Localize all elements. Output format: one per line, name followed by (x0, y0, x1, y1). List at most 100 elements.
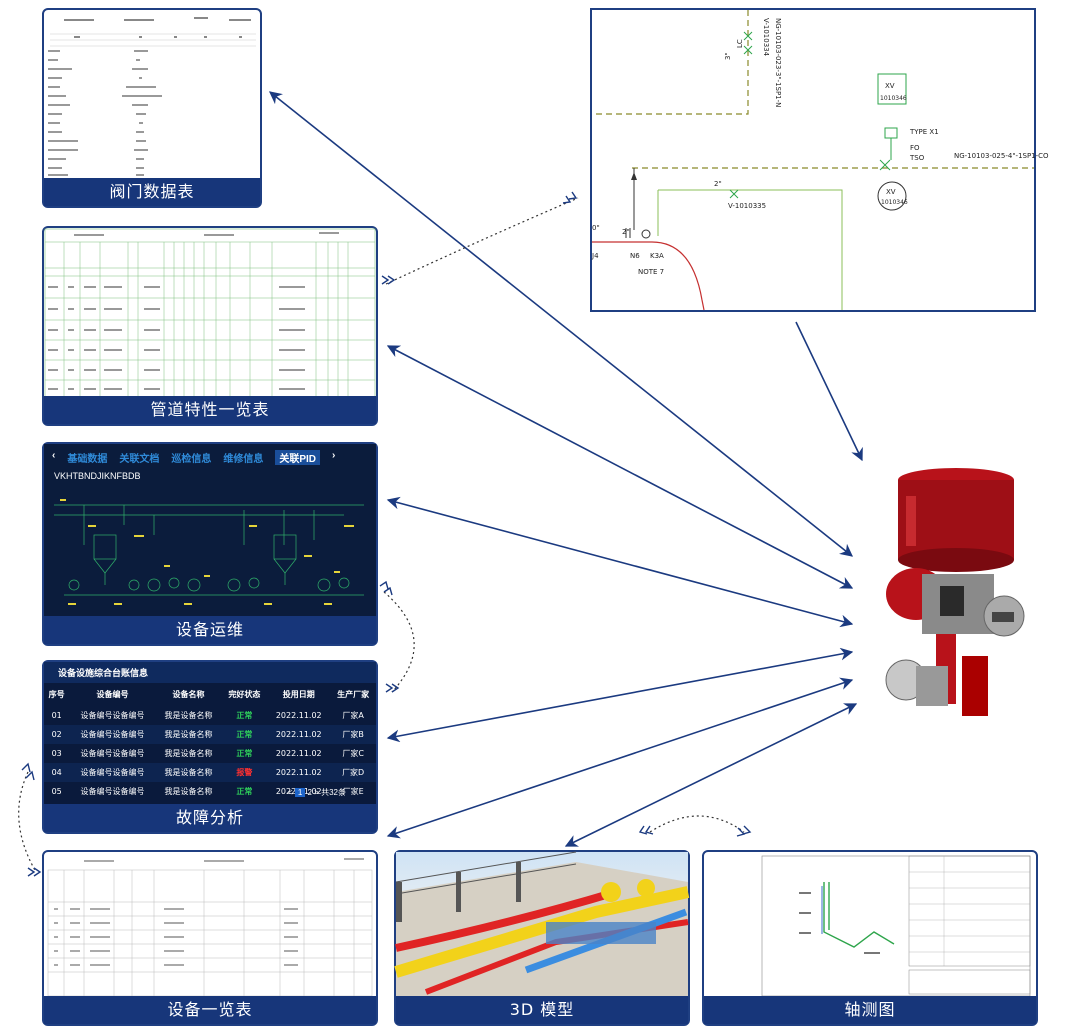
isometric-caption: 轴测图 (704, 996, 1036, 1024)
tab-next-icon[interactable]: › (332, 450, 336, 461)
chevron-icon (21, 762, 35, 781)
cell: 我是设备名称 (155, 725, 222, 744)
equipment-list-caption: 设备一览表 (44, 996, 376, 1024)
tab-related-docs[interactable]: 关联文档 (119, 454, 160, 465)
page-1[interactable]: 1 (294, 788, 306, 797)
pid-tso: TSO (909, 154, 925, 162)
pid-note: NOTE 7 (638, 268, 664, 276)
arrow-pipelist (386, 345, 854, 589)
pipe-list-card[interactable]: 管道特性一览表 (42, 226, 378, 426)
dotted-link-fault-list (18, 771, 37, 873)
dotted-link-3d-iso (649, 815, 745, 833)
datasheet-lines (48, 17, 256, 176)
arrow-3d (564, 703, 858, 847)
pid-zero: 0" (592, 224, 600, 232)
table-row[interactable]: 01 设备编号设备编号 我是设备名称 正常 2022.11.02 厂家A (44, 706, 376, 725)
ops-tabs: ‹ 基础数据 关联文档 巡检信息 维修信息 关联PID › (44, 444, 376, 471)
col-date: 投用日期 (282, 690, 315, 699)
table-row[interactable]: 02 设备编号设备编号 我是设备名称 正常 2022.11.02 厂家B (44, 725, 376, 744)
cell: 厂家E (342, 787, 364, 796)
cell: 厂家B (330, 725, 376, 744)
pid-line2: NG-10103-025-4"-1SP1-CO (954, 152, 1049, 160)
ledger-table: 序号 设备编号 设备名称 完好状态 投用日期 生产厂家 01 设备编号设备编号 … (44, 683, 376, 801)
col-maker: 生产厂家 (337, 690, 370, 699)
pid-label-lc: LC (736, 39, 744, 48)
pid-label-size1: 3" (724, 52, 732, 60)
pid-size3: 2" (622, 228, 630, 236)
pid-label-v1: V-1010334 (762, 18, 770, 57)
isometric-card[interactable]: 轴测图 (702, 850, 1038, 1026)
chevron-icon (562, 191, 578, 204)
cell: 我是设备名称 (164, 749, 213, 758)
equipment-list-card[interactable]: 设备一览表 (42, 850, 378, 1026)
pagination: < 1 2 > 共32条 (288, 787, 346, 798)
cell: 厂家A (342, 711, 364, 720)
equipment-list-preview (44, 852, 376, 997)
pid-drawing-frame[interactable]: V-1010334 NG-10103-023-3"-1SP1-N 3" LC X… (590, 8, 1049, 312)
valve-actuator-image (876, 466, 1036, 716)
cell: 设备编号设备编号 (80, 749, 145, 758)
model-3d-card[interactable]: 3D 模型 (394, 850, 690, 1026)
page-next[interactable]: > (314, 788, 319, 797)
equipment-ops-caption: 设备运维 (44, 616, 376, 644)
arrow-ops (386, 496, 854, 628)
table-row[interactable]: 04 设备编号设备编号 我是设备名称 报警 2022.11.02 厂家D (44, 763, 376, 782)
chevron-icon (638, 825, 654, 835)
isometric-sheet (761, 855, 1031, 997)
ops-pid-drawing (54, 499, 364, 605)
valve-datasheet-card[interactable]: 阀门数据表 (42, 8, 262, 208)
page-2[interactable]: 2 (307, 788, 312, 797)
cell: 厂家D (330, 763, 376, 782)
pid-type: TYPE X1 (909, 128, 939, 136)
dotted-link-ops-fault (383, 591, 415, 693)
pid-j4: J4 (591, 252, 599, 260)
col-status: 完好状态 (228, 690, 261, 699)
cell: 厂家C (342, 749, 364, 758)
status-badge: 正常 (236, 749, 253, 758)
arrow-equiplist (386, 677, 854, 839)
col-code: 设备编号 (96, 690, 129, 699)
cell: 设备编号设备编号 (80, 711, 145, 720)
tab-related-pid[interactable]: 关联PID (275, 450, 321, 465)
pid-label-line1: NG-10103-023-3"-1SP1-N (774, 18, 782, 107)
tab-maintenance[interactable]: 维修信息 (223, 454, 264, 465)
cell: 我是设备名称 (164, 711, 213, 720)
pid-n6: N6 (630, 252, 640, 260)
pipe-list-preview (44, 228, 376, 398)
cell: 我是设备名称 (155, 763, 222, 782)
equipment-ops-card[interactable]: ‹ 基础数据 关联文档 巡检信息 维修信息 关联PID › VKHTBNDJIK… (42, 442, 378, 646)
cell: 2022.11.02 (267, 725, 331, 744)
ledger-title: 设备设施综合台账信息 (44, 662, 376, 683)
col-name: 设备名称 (172, 690, 205, 699)
cell: 设备编号设备编号 (69, 763, 156, 782)
pid-v2: V-1010335 (728, 202, 766, 210)
cell: 2022.11.02 (267, 763, 331, 782)
isometric-drawing (704, 852, 1036, 997)
cell: 01 (51, 711, 62, 720)
cell: 2022.11.02 (275, 749, 322, 758)
chevron-icon (379, 580, 393, 596)
equipment-table-grid (47, 858, 373, 997)
pipe-rack-scene (394, 851, 690, 998)
fault-analysis-card[interactable]: 设备设施综合台账信息 序号 设备编号 设备名称 完好状态 投用日期 生产厂家 0… (42, 660, 378, 834)
dotted-link-pid (385, 197, 579, 285)
model-3d-render (394, 851, 690, 998)
cell: 03 (51, 749, 62, 758)
arrow-pid (795, 321, 863, 462)
pid-svg: V-1010334 NG-10103-023-3"-1SP1-N 3" LC X… (591, 10, 1049, 311)
pipe-table-grid (44, 228, 376, 398)
pid-k3a: K3A (650, 252, 664, 260)
valve-svg (885, 468, 1025, 716)
cell: 设备编号设备编号 (80, 787, 145, 796)
cell: 设备编号设备编号 (69, 725, 156, 744)
tab-basic-data[interactable]: 基础数据 (67, 454, 108, 465)
tab-prev-icon[interactable]: ‹ (52, 450, 56, 461)
cell: 我是设备名称 (164, 787, 213, 796)
table-row[interactable]: 03 设备编号设备编号 我是设备名称 正常 2022.11.02 厂家C (44, 744, 376, 763)
tab-inspection[interactable]: 巡检信息 (171, 454, 212, 465)
page-prev[interactable]: < (287, 788, 293, 797)
fault-analysis-panel: 设备设施综合台账信息 序号 设备编号 设备名称 完好状态 投用日期 生产厂家 0… (44, 662, 376, 804)
cell: 02 (44, 725, 70, 744)
fault-analysis-caption: 故障分析 (44, 804, 376, 832)
valve-datasheet-caption: 阀门数据表 (44, 178, 260, 206)
